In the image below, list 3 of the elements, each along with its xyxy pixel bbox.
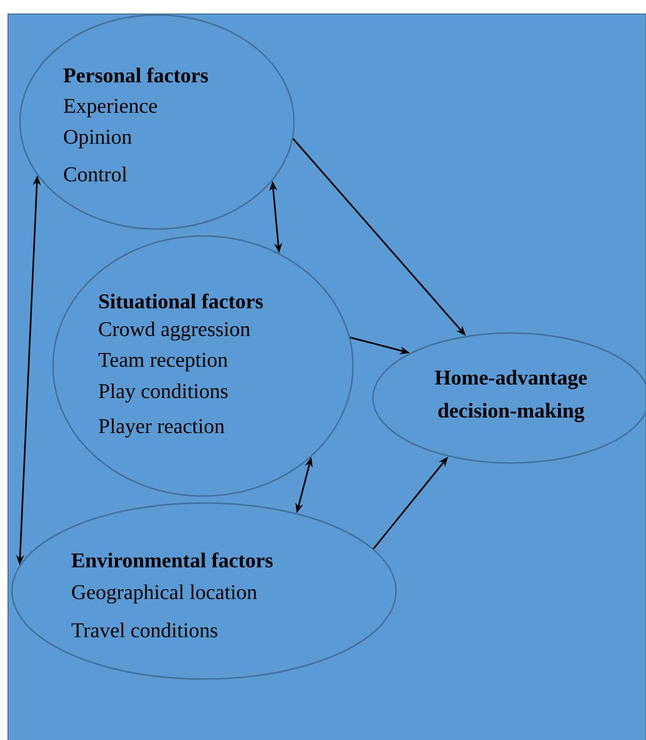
ellipse-node: Environmental factors Geographical location Travel conditions	[11, 502, 397, 680]
ellipse-node: Situational factors Crowd aggression Team reception Play conditions Player reaction	[52, 235, 354, 497]
ellipse-node: Personal factors Experience Opinion Control	[19, 14, 295, 230]
